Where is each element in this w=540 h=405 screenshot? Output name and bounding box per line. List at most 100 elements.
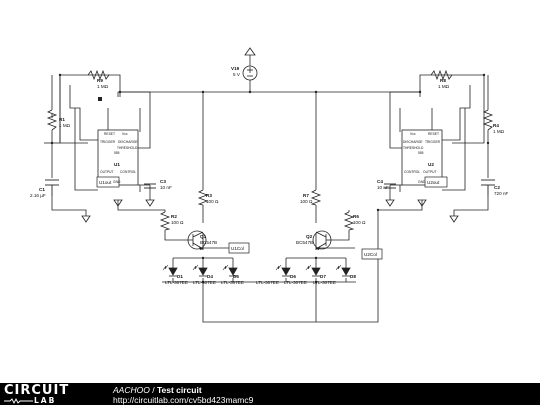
transistor-q2 [312,230,332,250]
ic-u2 [401,129,443,186]
r8-value: 1 MΩ [438,84,450,89]
r4-value: 1 MΩ [493,129,505,134]
ground-symbol [81,215,91,223]
u1col-label: U1Col [231,246,244,251]
u1-pin-trigger: TRIGGER [100,140,116,144]
author-link[interactable]: AACHOO [113,385,150,395]
led-d1 [168,267,178,276]
breadcrumb-separator: / [149,385,157,395]
transistor-q1 [187,230,207,250]
d1-name: D1 [177,274,183,279]
q2-name: Q2 [306,234,313,239]
d6-part: LTL-307EE [256,280,279,285]
c1-value: 2.16 µF [30,193,46,198]
led-d5 [228,267,238,276]
c3-name: C3 [160,179,166,184]
u1-pin-gnd: GND [113,180,121,184]
u2col-label: U2Col [364,252,377,257]
c1-name: C1 [39,187,45,192]
d6-name: D6 [290,274,296,279]
ground-symbol [385,199,395,207]
r6-value: 100 Ω [353,220,366,225]
led-d7 [311,267,321,276]
q1-name: Q1 [200,234,207,239]
supply-arrow [244,47,256,56]
u2-pin-threshold: THRESHOLD [403,146,424,150]
circuit-title: Test circuit [156,385,202,395]
circuit-url[interactable]: http://circuitlab.com/cv5bd423mamc9 [113,395,254,405]
node-label-u2out [424,176,448,188]
resistor-r2 [159,211,171,231]
u2-pin-discharge: DISCHARGE [403,140,423,144]
ground-symbol [145,199,155,207]
circuitlab-logo[interactable]: CIRCUIT LAB [4,383,96,405]
u2-pin-control: CONTROL [404,170,420,174]
r2-value: 100 Ω [171,220,184,225]
d8-part: LTL-307EE [313,280,336,285]
d5-part: LTL-307EE [221,280,244,285]
u1-pin-output: OUTPUT [100,170,114,174]
d7-part: LTL-307EE [284,280,307,285]
u1-pin-vcc: Vcc [122,132,128,136]
c4-value: 10 nF [377,185,389,190]
ground-symbol [417,199,427,207]
r1-name: R1 [59,117,65,122]
u1-part: 555 [114,151,120,155]
r7-name: R7 [303,193,309,198]
d4-part: LTL-307EE [193,280,216,285]
u1-pin-control: CONTROL [120,170,136,174]
resistor-r4 [482,109,494,131]
u1out-label: U1out [99,180,112,185]
r4-name: R4 [493,123,499,128]
u1-pin-discharge: DISCHARGE [118,140,138,144]
r6-name: R6 [353,214,359,219]
node-label-u1out [96,176,120,188]
resistor-r1 [46,109,58,131]
d8-name: D8 [350,274,356,279]
u2-pin-vcc: Vcc [410,132,416,136]
d1-part: LTL-307EE [165,280,188,285]
led-d4 [198,267,208,276]
resistor-r7 [310,189,322,206]
u2-pin-trigger: TRIGGER [425,140,441,144]
r3-name: R3 [206,193,212,198]
ic-u1 [97,129,139,186]
node-label-u2col [361,248,383,260]
r9-name: R9 [97,78,103,83]
u2out-label: U2out [427,180,440,185]
u2-part: 555 [418,151,424,155]
resistor-r8 [430,69,453,81]
q1-part: BC547B [200,240,217,245]
u2-name: U2 [428,162,434,167]
resistor-r9 [87,69,110,81]
led-d8 [341,267,351,276]
u2-pin-reset: RESET [428,132,439,136]
u2-pin-gnd: GND [418,180,426,184]
v19-value: 5 V [233,72,241,77]
ground-symbol [449,215,459,223]
c2-name: C2 [494,185,500,190]
r8-name: R8 [440,78,446,83]
r9-value: 1 MΩ [97,84,109,89]
c3-value: 10 nF [160,185,172,190]
node-label-u1col [228,242,250,254]
v19-name: V19 [231,66,240,71]
logo-wordmark-top: CIRCUIT [4,383,70,398]
r2-name: R2 [171,214,177,219]
d5-name: D5 [233,274,239,279]
u1-pin-threshold: THRESHOLD [117,146,138,150]
breadcrumb: AACHOO / Test circuit [113,385,202,395]
schematic-canvas[interactable]: V19 5 V R9 1 MΩ R1 1 MΩ R3 100 Ω R2 100 … [0,0,540,383]
logo-wordmark-bottom: LAB [34,396,57,405]
led-d6 [281,267,291,276]
d4-name: D4 [207,274,213,279]
resistor-r6 [343,211,355,231]
c2-value: 720 nF [494,191,508,196]
circuit-schematic[interactable]: V19 5 V R9 1 MΩ R1 1 MΩ R3 100 Ω R2 100 … [0,0,540,383]
c4-name: C4 [377,179,383,184]
r3-value: 100 Ω [206,199,219,204]
r1-value: 1 MΩ [59,123,71,128]
u1-pin-reset: RESET [104,132,115,136]
resistor-r3 [197,189,209,206]
logo-trace-icon [4,398,33,404]
